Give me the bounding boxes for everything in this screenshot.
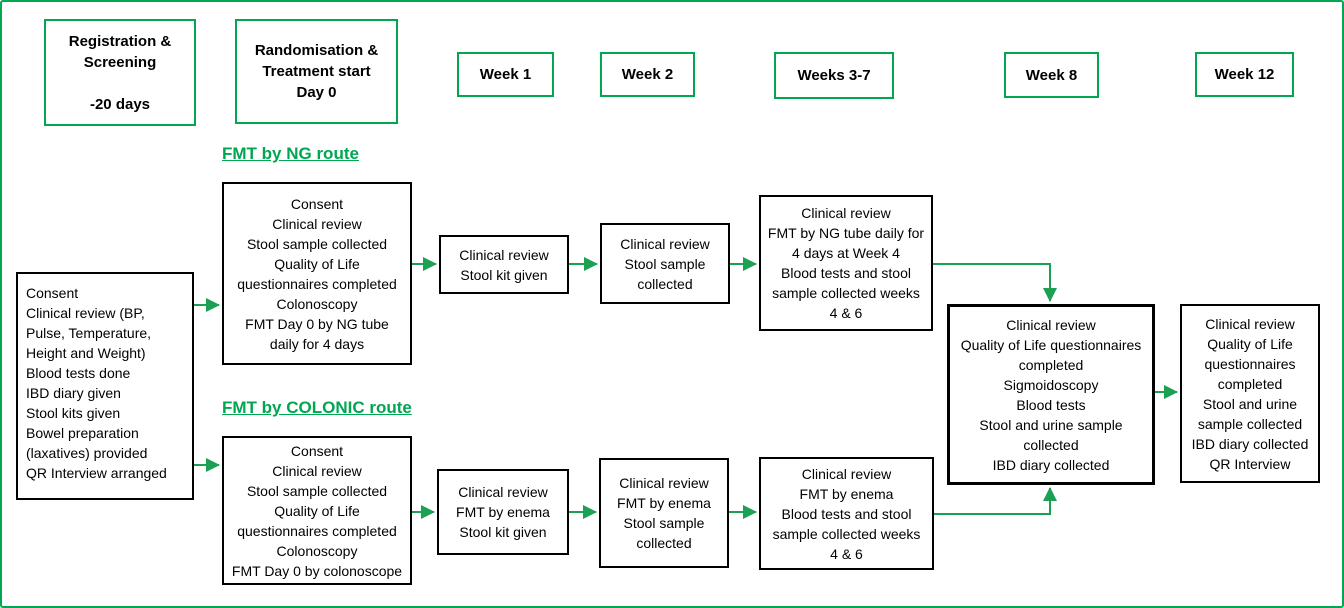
timeline-header-registration: Registration & Screening -20 days: [44, 19, 196, 126]
colonic-weeks3-7-box: Clinical review FMT by enema Blood tests…: [759, 457, 934, 570]
ng-week2-box: Clinical review Stool sample collected: [600, 223, 730, 304]
colonic-week1-box: Clinical review FMT by enema Stool kit g…: [437, 469, 569, 555]
timeline-header-week8: Week 8: [1004, 52, 1099, 98]
ng-week1-box: Clinical review Stool kit given: [439, 235, 569, 294]
colonic-week2-box: Clinical review FMT by enema Stool sampl…: [599, 458, 729, 568]
registration-activities-box: Consent Clinical review (BP, Pulse, Temp…: [16, 272, 194, 500]
colonic-day0-box: Consent Clinical review Stool sample col…: [222, 436, 412, 585]
colonic-route-heading: FMT by COLONIC route: [222, 398, 412, 417]
timeline-header-weeks3-7: Weeks 3-7: [774, 52, 894, 99]
week12-assessments-box: Clinical review Quality of Life question…: [1180, 304, 1320, 483]
arrow-colonic-weeks3-7-to-week8: [934, 487, 1057, 515]
timeline-header-week12: Week 12: [1195, 52, 1294, 97]
arrow-ng-weeks3-7-to-week8: [933, 263, 1057, 302]
ng-route-heading: FMT by NG route: [222, 144, 359, 163]
week8-assessments-box: Clinical review Quality of Life question…: [947, 304, 1155, 485]
ng-weeks3-7-box: Clinical review FMT by NG tube daily for…: [759, 195, 933, 331]
timeline-header-week2: Week 2: [600, 52, 695, 97]
timeline-header-randomisation: Randomisation & Treatment start Day 0: [235, 19, 398, 124]
ng-day0-box: Consent Clinical review Stool sample col…: [222, 182, 412, 365]
timeline-header-week1: Week 1: [457, 52, 554, 97]
